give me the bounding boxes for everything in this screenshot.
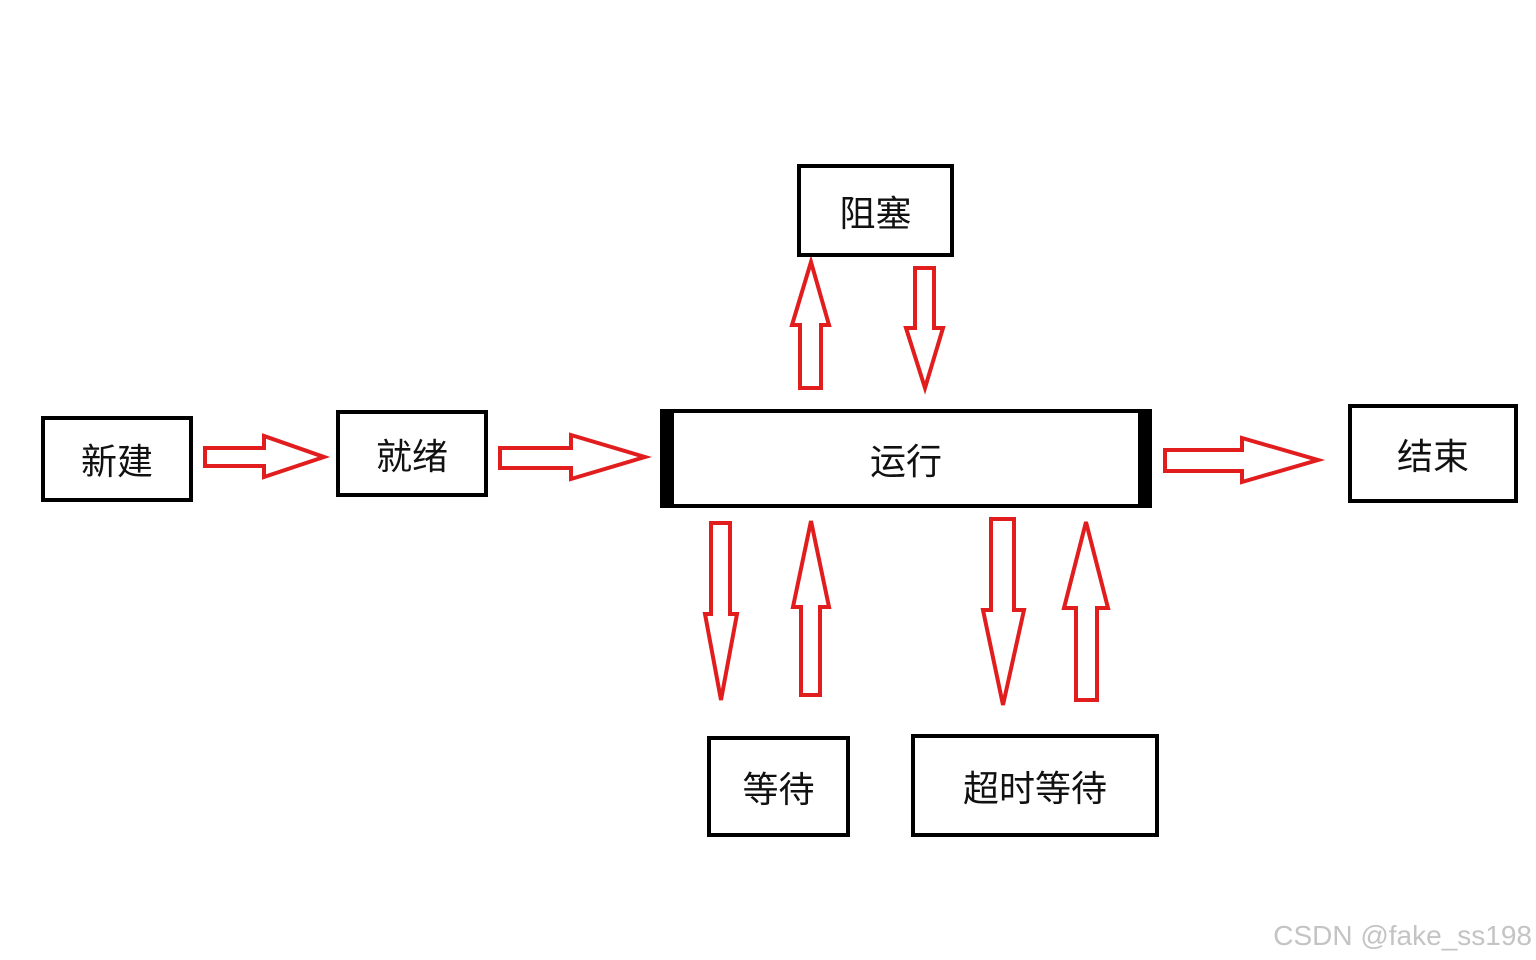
state-waiting: 等待 bbox=[707, 736, 850, 837]
watermark: CSDN @fake_ss198 bbox=[1273, 920, 1532, 951]
state-running: 运行 bbox=[660, 409, 1152, 508]
arrow-blocked-to-running bbox=[903, 266, 946, 395]
state-waiting-label: 等待 bbox=[742, 769, 815, 811]
state-blocked-label: 阻塞 bbox=[839, 193, 912, 235]
arrow-running-to-timed-waiting bbox=[980, 517, 1027, 706]
arrow-new-to-ready bbox=[203, 433, 331, 480]
state-new: 新建 bbox=[41, 416, 193, 502]
state-new-label: 新建 bbox=[80, 442, 153, 483]
arrow-running-to-end bbox=[1163, 435, 1326, 485]
arrow-timed-waiting-to-running bbox=[1061, 521, 1111, 702]
state-end: 结束 bbox=[1348, 404, 1518, 503]
arrow-running-to-waiting bbox=[702, 521, 740, 701]
arrow-ready-to-running bbox=[498, 432, 653, 482]
state-end-label: 结束 bbox=[1396, 436, 1469, 478]
state-blocked: 阻塞 bbox=[797, 164, 954, 257]
state-running-label: 运行 bbox=[869, 441, 942, 483]
state-timed-waiting: 超时等待 bbox=[911, 734, 1159, 837]
state-timed-waiting-label: 超时等待 bbox=[962, 768, 1107, 810]
arrow-waiting-to-running bbox=[790, 520, 832, 697]
state-ready: 就绪 bbox=[336, 410, 488, 497]
arrow-running-to-blocked bbox=[789, 254, 832, 390]
state-ready-label: 就绪 bbox=[375, 436, 448, 478]
